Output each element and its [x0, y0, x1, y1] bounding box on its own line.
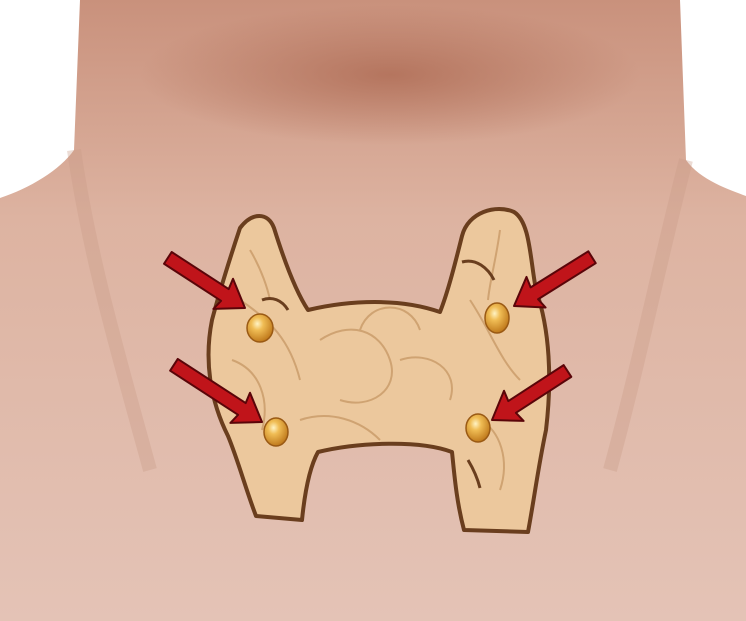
parathyroid-upper-right — [485, 303, 509, 333]
parathyroid-lower-right — [466, 414, 490, 442]
parathyroid-upper-left — [247, 314, 273, 342]
chin-shadow — [140, 5, 640, 145]
parathyroid-lower-left — [264, 418, 288, 446]
